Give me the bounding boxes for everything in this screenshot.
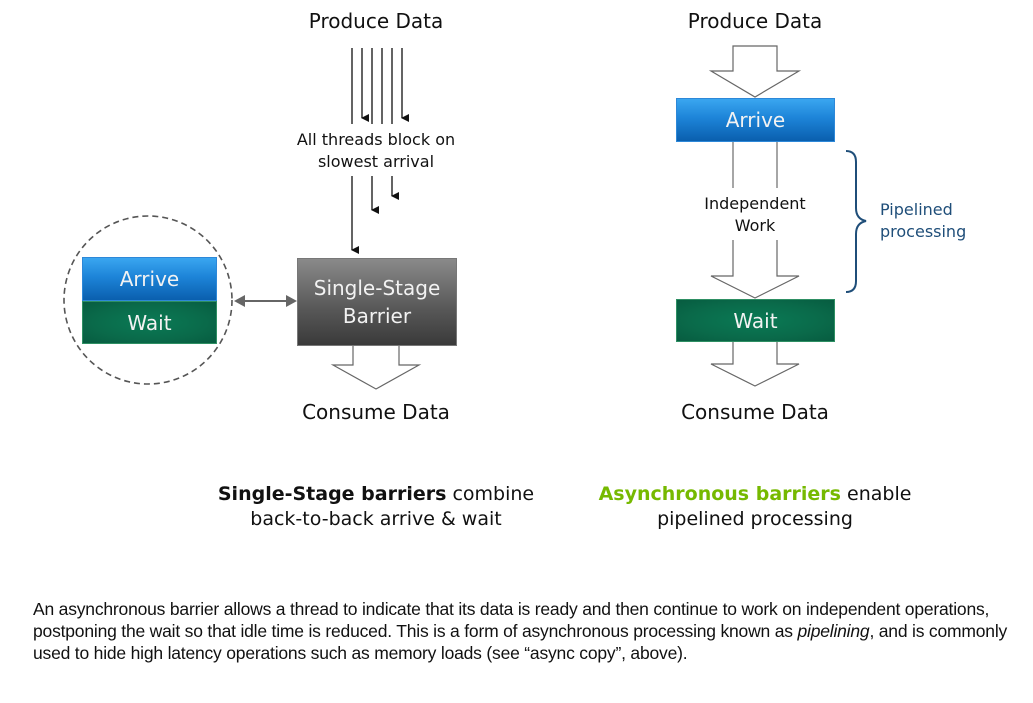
left-caption-rest: combine (446, 483, 535, 505)
right-caption-line2: pipelined processing (657, 508, 853, 530)
independent-line1: Independent (704, 194, 806, 213)
right-caption-rest: enable (840, 483, 912, 505)
paragraph-italic-term: pipelining (797, 621, 870, 641)
barrier-line2: Barrier (342, 304, 412, 328)
independent-work-label: Independent Work (680, 193, 830, 237)
brace-line1: Pipelined (880, 200, 953, 219)
inset-arrive-box: Arrive (82, 257, 217, 301)
inset-wait-box: Wait (82, 301, 217, 344)
left-caption-line2: back-to-back arrive & wait (250, 508, 502, 530)
left-caption-bold: Single-Stage barriers (217, 483, 447, 505)
hollow-arrow-consume-right (710, 342, 800, 387)
wait-box: Wait (676, 299, 835, 342)
pipelined-processing-label: Pipelined processing (880, 199, 966, 243)
left-produce-data-label: Produce Data (308, 9, 444, 33)
right-produce-data-label: Produce Data (687, 9, 823, 33)
block-note: All threads block on slowest arrival (276, 129, 476, 173)
block-note-line1: All threads block on (296, 130, 456, 149)
right-consume-data-label: Consume Data (681, 400, 829, 424)
hollow-arrow-consume-left (330, 346, 422, 390)
single-stage-barrier-box: Single-Stage Barrier (297, 258, 457, 346)
paragraph-text-1: An asynchronous barrier allows a thread … (33, 599, 990, 641)
hollow-arrow-to-wait (710, 240, 800, 299)
right-caption: Asynchronous barriers enable pipelined p… (575, 482, 935, 532)
block-note-line2: slowest arrival (317, 152, 435, 171)
barrier-line1: Single-Stage (313, 276, 441, 300)
pipelined-brace-icon (845, 150, 867, 293)
right-caption-highlight: Asynchronous barriers (598, 483, 841, 505)
thread-lines-top (351, 48, 409, 124)
brace-line2: processing (880, 222, 967, 241)
hollow-arrow-produce-right (708, 45, 802, 98)
left-caption: Single-Stage barriers combine back-to-ba… (196, 482, 556, 532)
thread-lines-bottom (351, 176, 399, 254)
arrive-box: Arrive (676, 98, 835, 142)
double-arrow-icon (234, 295, 297, 307)
left-consume-data-label: Consume Data (302, 400, 450, 424)
paragraph-text-2: , and is commonly used to hide high late… (33, 621, 1008, 663)
inset-dashed-circle (63, 215, 233, 385)
description-paragraph: An asynchronous barrier allows a thread … (33, 598, 1013, 664)
independent-line2: Work (734, 216, 776, 235)
